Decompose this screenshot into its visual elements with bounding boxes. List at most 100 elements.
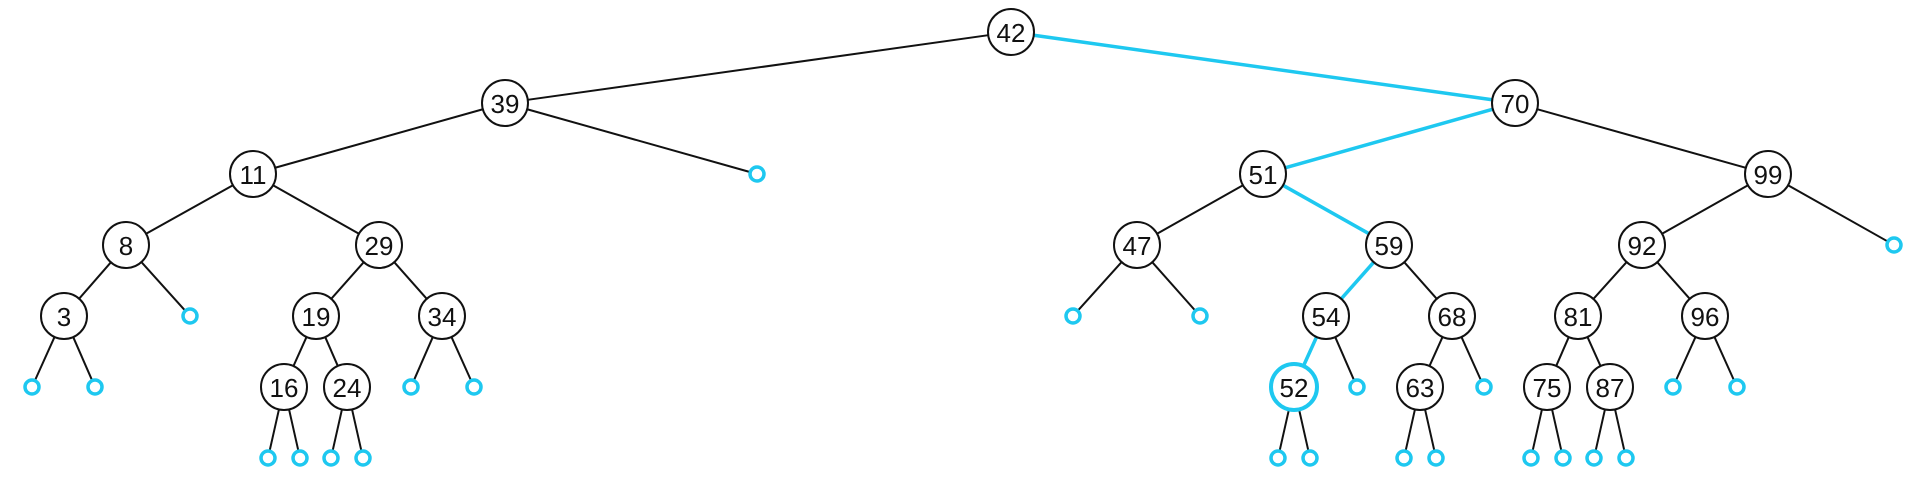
node-label: 29 xyxy=(365,231,394,261)
node-circle xyxy=(1681,292,1729,340)
edge-42-to-node-39 xyxy=(527,34,989,101)
node-label: 51 xyxy=(1249,160,1278,190)
edge-11-to-node-8 xyxy=(145,184,234,235)
edge-92-to-node-96 xyxy=(1656,261,1691,300)
tree-node-47: 47 xyxy=(1113,221,1161,269)
edge-54-to-null-leaf xyxy=(1334,336,1356,381)
edge-34-to-null-leaf xyxy=(412,336,434,381)
edge-51-to-node-59-search-path xyxy=(1282,183,1370,236)
edge-3-to-null-leaf xyxy=(33,336,56,382)
node-label: 59 xyxy=(1375,231,1404,261)
edge-24-to-null-leaf xyxy=(331,409,343,452)
node-circle xyxy=(418,292,466,340)
edge-59-to-node-54-search-path xyxy=(1339,261,1376,300)
edge-52-to-null-leaf xyxy=(1298,409,1310,452)
node-label: 8 xyxy=(119,231,133,261)
null-leaf-of-63 xyxy=(1427,449,1445,467)
edge-16-to-null-leaf xyxy=(268,409,280,452)
null-leaf-of-16 xyxy=(291,449,309,467)
tree-node-24: 24 xyxy=(323,363,371,411)
node-circle xyxy=(229,150,277,198)
edge-39-to-node-11 xyxy=(274,108,484,169)
null-leaf-of-68 xyxy=(1475,378,1493,396)
node-circle xyxy=(1618,221,1666,269)
node-label: 47 xyxy=(1123,231,1152,261)
edge-11-to-node-29 xyxy=(272,184,360,235)
edge-68-to-node-63 xyxy=(1428,336,1444,367)
null-leaf-of-52 xyxy=(1269,449,1287,467)
node-label: 24 xyxy=(333,373,362,403)
node-circle xyxy=(1396,363,1444,411)
node-circle xyxy=(1554,292,1602,340)
edge-29-to-node-19 xyxy=(330,261,365,300)
tree-node-3: 3 xyxy=(40,292,88,340)
edge-99-to-null-leaf xyxy=(1787,184,1889,243)
edge-99-to-node-92 xyxy=(1661,184,1749,235)
null-leaf-of-39 xyxy=(748,165,766,183)
node-circle xyxy=(1302,292,1350,340)
node-circle xyxy=(1586,363,1634,411)
edge-24-to-null-leaf xyxy=(351,409,363,452)
node-circle xyxy=(1365,221,1413,269)
edge-39-to-null-leaf xyxy=(526,108,751,174)
node-circle xyxy=(260,363,308,411)
node-circle xyxy=(1428,292,1476,340)
tree-node-16: 16 xyxy=(260,363,308,411)
null-leaf-of-24 xyxy=(354,449,372,467)
edge-96-to-null-leaf xyxy=(1674,336,1697,382)
node-label: 68 xyxy=(1438,302,1467,332)
node-label: 81 xyxy=(1564,302,1593,332)
null-leaf-of-3 xyxy=(23,378,41,396)
node-label: 87 xyxy=(1596,373,1625,403)
node-circle xyxy=(40,292,88,340)
edge-54-to-node-52-search-path xyxy=(1301,336,1319,367)
tree-node-51: 51 xyxy=(1239,150,1287,198)
edge-81-to-node-75 xyxy=(1555,336,1570,367)
tree-node-11: 11 xyxy=(229,150,277,198)
null-leaf-of-54 xyxy=(1348,378,1366,396)
null-leaf-of-96 xyxy=(1728,378,1746,396)
tree-node-75: 75 xyxy=(1523,363,1571,411)
edge-16-to-null-leaf xyxy=(288,409,300,452)
edge-47-to-null-leaf xyxy=(1076,261,1123,312)
edge-75-to-null-leaf xyxy=(1551,409,1563,452)
node-label: 99 xyxy=(1754,160,1783,190)
node-circle xyxy=(1239,150,1287,198)
node-label: 75 xyxy=(1533,373,1562,403)
node-circle xyxy=(292,292,340,340)
tree-node-92: 92 xyxy=(1618,221,1666,269)
edge-19-to-node-16 xyxy=(292,336,308,367)
node-circle xyxy=(1744,150,1792,198)
tree-node-19: 19 xyxy=(292,292,340,340)
node-label: 34 xyxy=(428,302,457,332)
edge-8-to-node-3 xyxy=(78,261,112,300)
null-leaf-of-63 xyxy=(1395,449,1413,467)
highlighted-node-circle xyxy=(1269,362,1319,412)
null-leaves-layer xyxy=(23,165,1903,467)
node-label: 19 xyxy=(302,302,331,332)
node-label: 63 xyxy=(1406,373,1435,403)
edge-92-to-node-81 xyxy=(1592,261,1628,300)
null-leaf-of-75 xyxy=(1522,449,1540,467)
tree-node-34: 34 xyxy=(418,292,466,340)
null-leaf-of-52 xyxy=(1301,449,1319,467)
tree-node-68: 68 xyxy=(1428,292,1476,340)
node-label: 39 xyxy=(491,89,520,119)
tree-node-81: 81 xyxy=(1554,292,1602,340)
edge-34-to-null-leaf xyxy=(450,336,473,382)
null-leaf-of-99 xyxy=(1885,236,1903,254)
node-circle xyxy=(1491,79,1539,127)
null-leaf-of-47 xyxy=(1064,307,1082,325)
null-leaf-of-75 xyxy=(1554,449,1572,467)
edge-87-to-null-leaf xyxy=(1594,409,1606,452)
edges-layer xyxy=(33,33,1889,452)
tree-node-70: 70 xyxy=(1491,79,1539,127)
tree-node-54: 54 xyxy=(1302,292,1350,340)
tree-node-39: 39 xyxy=(481,79,529,127)
node-circle xyxy=(102,221,150,269)
edge-19-to-node-24 xyxy=(324,336,339,367)
tree-node-42: 42 xyxy=(987,8,1035,56)
tree-node-99: 99 xyxy=(1744,150,1792,198)
